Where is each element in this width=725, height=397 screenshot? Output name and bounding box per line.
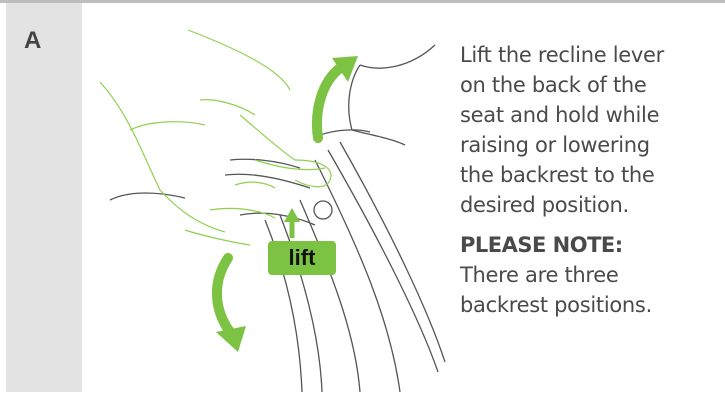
lift-badge: lift (268, 241, 336, 275)
instruction-line: Lift the recline lever (460, 43, 664, 67)
instruction-line: the backrest to the (460, 163, 655, 187)
hand-outline (100, 30, 331, 245)
instruction-text-block: Lift the recline lever on the back of th… (460, 40, 722, 320)
note-line: There are three (460, 263, 619, 287)
recline-lever-illustration (90, 20, 450, 392)
panel-top-border (0, 0, 725, 3)
note-line: backrest positions. (460, 293, 652, 317)
step-letter: A (24, 27, 41, 55)
instruction-line: on the back of the (460, 73, 647, 97)
instruction-body: Lift the recline lever on the back of th… (460, 40, 722, 220)
backrest-arrow-up (317, 56, 358, 138)
note-title: PLEASE NOTE: (460, 230, 722, 260)
illustration-drawing (90, 20, 450, 392)
step-label-tab: A (6, 3, 82, 392)
instruction-line: desired position. (460, 193, 629, 217)
instruction-line: seat and hold while (460, 103, 659, 127)
backrest-arrow-down (216, 258, 246, 352)
instruction-line: raising or lowering (460, 133, 650, 157)
note-text: There are three backrest positions. (460, 260, 722, 320)
seat-frame-lines (110, 45, 445, 392)
